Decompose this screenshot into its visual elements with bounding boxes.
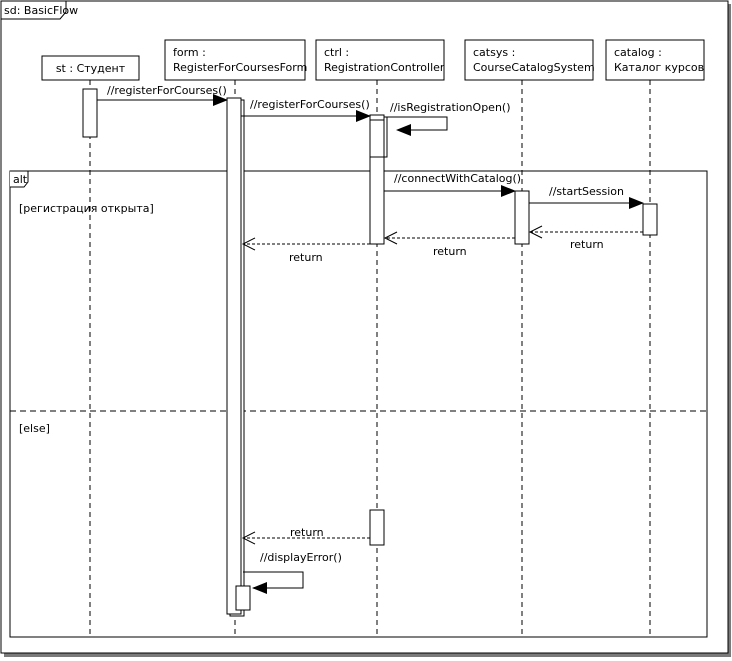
- return-catsys-to-ctrl[interactable]: return: [383, 231, 515, 258]
- return-label: return: [290, 526, 324, 539]
- lifeline-header-catsys[interactable]: catsys : CourseCatalogSystem: [464, 39, 595, 81]
- guard-else: [else]: [19, 422, 50, 435]
- message-label: //displayError(): [260, 551, 342, 564]
- message-label: //isRegistrationOpen(): [390, 101, 511, 114]
- message-label: //registerForCourses(): [250, 98, 370, 111]
- alt-fragment: [9, 170, 708, 638]
- message-register-for-courses-1[interactable]: //registerForCourses(): [97, 84, 228, 106]
- lifeline-header-form[interactable]: form : RegisterForCoursesForm: [164, 39, 307, 81]
- lifeline-name: ctrl :: [324, 46, 349, 59]
- guard-registration-open: [регистрация открыта]: [19, 202, 154, 215]
- diagram-title: sd: BasicFlow: [4, 4, 78, 17]
- activation-form-self: [235, 585, 251, 611]
- alt-operator: alt: [13, 173, 28, 186]
- lifeline-name: catsys :: [473, 46, 515, 59]
- lifeline-type: RegistrationController: [324, 61, 445, 74]
- alt-fragment-tab: [10, 170, 29, 188]
- lifeline-type: Каталог курсов: [614, 61, 704, 74]
- return-ctrl-to-form-else[interactable]: return: [241, 526, 370, 545]
- message-label: //startSession: [549, 185, 624, 198]
- lifeline-type: CourseCatalogSystem: [473, 61, 595, 74]
- message-connect-with-catalog[interactable]: //connectWithCatalog(): [384, 172, 521, 197]
- activation-catsys: [514, 190, 530, 245]
- return-label: return: [289, 251, 323, 264]
- message-is-registration-open[interactable]: //isRegistrationOpen(): [384, 101, 511, 136]
- activation-catalog: [642, 203, 658, 236]
- return-catalog-to-catsys[interactable]: return: [528, 225, 643, 251]
- return-label: return: [433, 245, 467, 258]
- lifeline-name: form :: [173, 46, 206, 59]
- activation-ctrl-self: [369, 119, 385, 158]
- message-label: //connectWithCatalog(): [394, 172, 521, 185]
- activation-st: [82, 88, 98, 138]
- lifeline-header-catalog[interactable]: catalog : Каталог курсов: [605, 39, 705, 81]
- activation-ctrl-else: [369, 509, 385, 546]
- return-ctrl-to-form[interactable]: return: [241, 237, 370, 264]
- return-label: return: [570, 238, 604, 251]
- frame-title-tab: [0, 0, 67, 20]
- lifeline-header-ctrl[interactable]: ctrl : RegistrationController: [315, 39, 445, 81]
- lifeline-header-st[interactable]: st : Студент: [41, 55, 140, 81]
- activation-form: [226, 97, 242, 615]
- lifeline-name: catalog :: [614, 46, 662, 59]
- message-label: //registerForCourses(): [107, 84, 227, 97]
- message-display-error[interactable]: //displayError(): [243, 551, 342, 594]
- message-start-session[interactable]: //startSession: [529, 185, 644, 209]
- lifeline-label: st : Студент: [56, 62, 126, 75]
- message-register-for-courses-2[interactable]: //registerForCourses(): [241, 98, 371, 122]
- lifeline-type: RegisterForCoursesForm: [173, 61, 307, 74]
